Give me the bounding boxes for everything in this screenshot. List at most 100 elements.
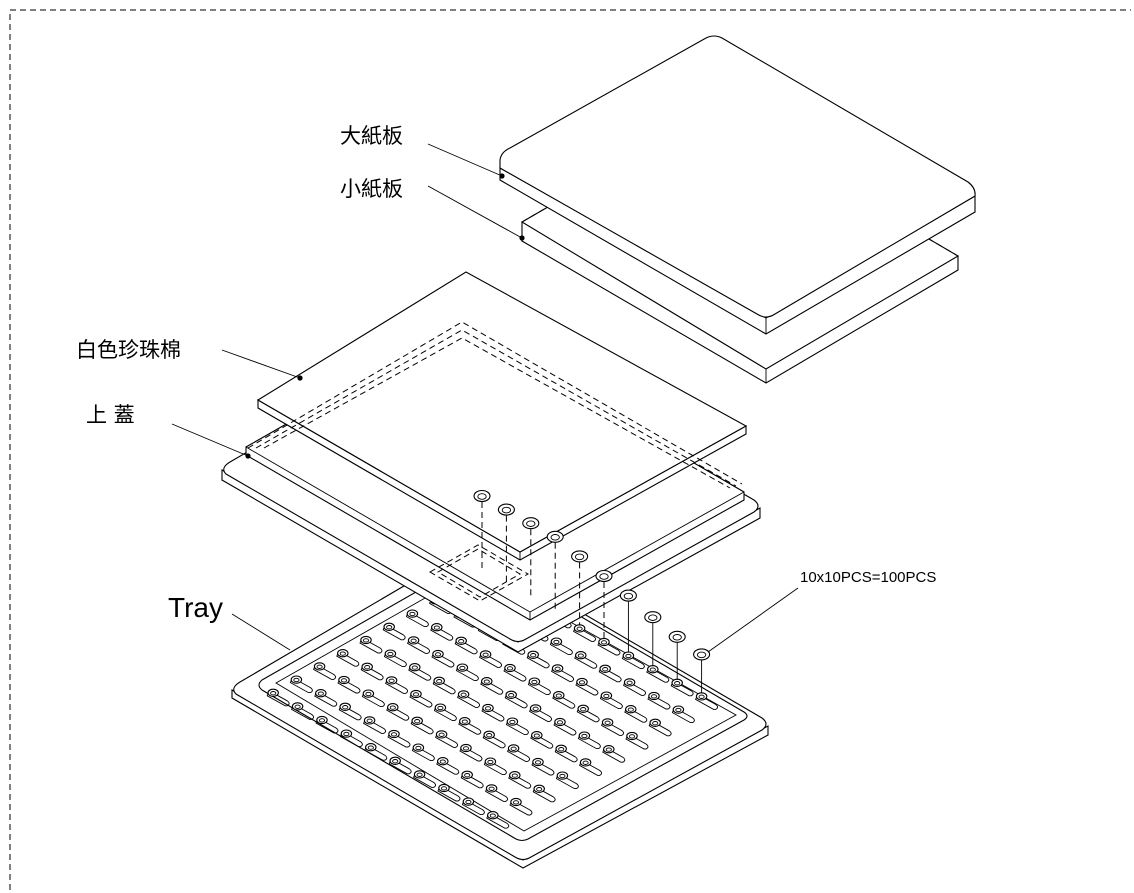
tray-slot: [479, 651, 503, 668]
tray-pocket-inner: [464, 773, 471, 778]
exploded-part-inner: [599, 573, 609, 580]
tray-pocket-inner: [628, 734, 636, 739]
tray-pocket: [457, 690, 470, 699]
tray-slot: [382, 624, 406, 641]
tray-pocket-inner: [604, 720, 611, 725]
tray-pocket: [533, 784, 545, 793]
tray-pocket-inner: [625, 653, 632, 659]
leader-big-board: [427, 143, 503, 177]
tray-pocket-inner: [581, 733, 588, 739]
tray-pocket-inner: [603, 693, 610, 699]
tray-pocket: [554, 717, 566, 727]
tray-pocket-inner: [530, 653, 537, 658]
tray-slot: [625, 733, 649, 750]
big-cardboard: [499, 35, 976, 335]
tray-slot: [411, 744, 435, 762]
tray-pocket: [313, 662, 326, 671]
tray-pocket-inner: [533, 733, 540, 738]
tray-pocket: [361, 662, 373, 671]
tray-slot: [551, 665, 575, 682]
label-small-board: 小紙板: [340, 177, 403, 201]
tray-slot: [339, 730, 363, 748]
tray-pocket-inner: [506, 666, 514, 671]
exploded-part-inner: [550, 534, 560, 541]
tray-pocket: [406, 609, 419, 618]
tray-slot: [460, 772, 484, 789]
tray-slot: [482, 732, 506, 749]
tray-pocket-inner: [627, 707, 634, 712]
tray-slot: [454, 638, 478, 655]
tray-pocket-inner: [556, 720, 564, 725]
tray-slot: [315, 717, 339, 734]
tray-pocket-inner: [434, 652, 442, 657]
tray-pocket-inner: [412, 692, 420, 697]
tray-pocket-inner: [674, 681, 681, 686]
tray-pocket: [363, 716, 376, 725]
tray-pocket-inner: [580, 707, 587, 712]
tray-pocket-inner: [462, 746, 470, 751]
tray-slot: [361, 690, 385, 708]
tray-pocket: [460, 743, 472, 753]
tray-slot: [363, 717, 387, 734]
tray-pocket-inner: [458, 639, 465, 644]
tray-pocket: [626, 731, 638, 741]
tray-pocket-inner: [531, 679, 538, 685]
leader-top-cover: [171, 423, 249, 457]
tray-slot: [486, 812, 510, 829]
tray-pocket-inner: [318, 718, 326, 723]
tray-pocket-inner: [389, 705, 396, 710]
tray-pocket-inner: [602, 667, 609, 672]
tray-pocket-inner: [411, 665, 418, 670]
tray-slot: [360, 664, 384, 681]
tray-pocket: [383, 622, 395, 631]
tray-slot: [338, 704, 362, 721]
tray-pocket: [579, 758, 592, 767]
tray-slot: [599, 692, 623, 710]
tray-pocket: [413, 770, 426, 779]
tray-pocket-inner: [534, 760, 542, 765]
tray-slot: [409, 691, 433, 708]
tray-pocket-inner: [294, 704, 301, 709]
tray-slot: [575, 679, 599, 696]
tray-slot: [407, 637, 431, 654]
tray-slot: [507, 745, 531, 762]
tray-pocket: [387, 703, 399, 712]
tray-pocket-inner: [339, 651, 346, 656]
tray-pocket-inner: [433, 625, 440, 630]
tray-slot: [671, 706, 695, 724]
white-foam: [247, 271, 748, 561]
tray-pocket-inner: [388, 678, 395, 683]
tray-pocket-inner: [392, 759, 399, 764]
tray-pocket: [577, 704, 589, 713]
tray-pocket-inner: [600, 640, 608, 645]
tray-pocket: [459, 717, 471, 726]
tray-pocket-inner: [626, 680, 633, 685]
tray-slot: [337, 677, 361, 694]
tray-slot: [552, 692, 576, 709]
tray-slot: [574, 652, 598, 669]
tray-slot: [266, 690, 290, 707]
exploded-part: [668, 630, 686, 643]
exploded-part-inner: [501, 506, 512, 514]
tray-pocket: [481, 677, 493, 686]
tray-slot: [695, 693, 719, 710]
tray-slot: [435, 731, 459, 748]
frame-border: [9, 9, 1131, 890]
tray-pocket: [531, 731, 543, 740]
tray-pocket-inner: [364, 665, 371, 670]
tray-pocket: [340, 729, 353, 738]
tray-pocket: [456, 663, 469, 672]
tray-pocket-inner: [459, 665, 466, 671]
tray-pocket: [527, 650, 539, 659]
tray-pocket: [672, 705, 685, 714]
tray-pocket: [290, 675, 303, 684]
exploded-part: [619, 589, 637, 602]
tray-pocket-inner: [367, 745, 374, 750]
tray-pocket: [411, 716, 423, 725]
tray-slot: [555, 772, 579, 790]
tray-pocket-inner: [436, 679, 443, 684]
tray-slot: [385, 677, 409, 694]
tray-pocket: [438, 783, 450, 793]
tray-pocket: [578, 731, 591, 740]
